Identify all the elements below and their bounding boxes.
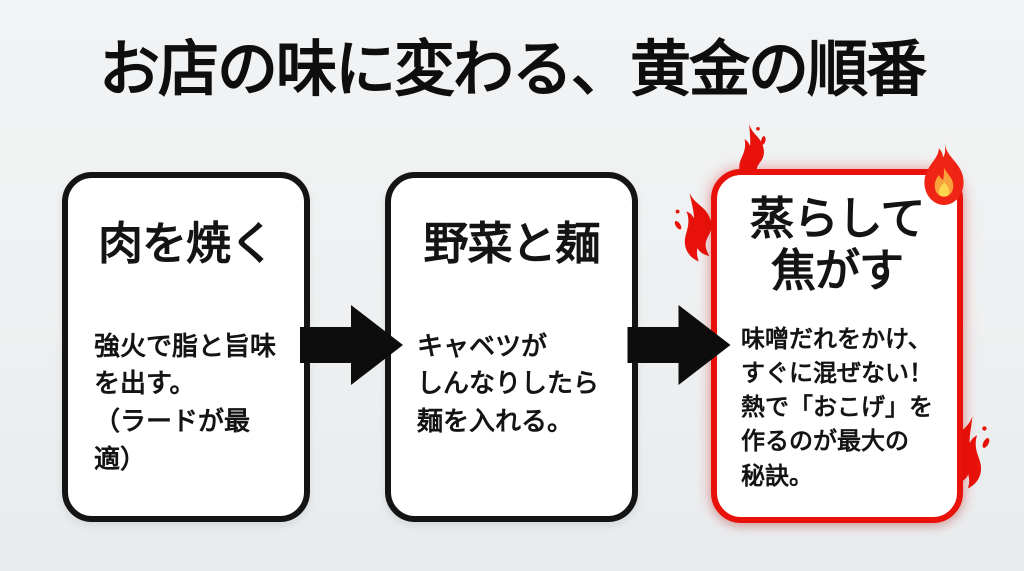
flame-decoration-icon — [674, 192, 712, 262]
step-title: 蒸らして 焦がす — [749, 193, 926, 296]
step-body: 強火で脂と旨味 を出す。 （ラードが最適） — [94, 330, 277, 474]
step-body: 味噌だれをかけ、 すぐに混ぜない！ 熱で「おこげ」を 作るのが最大の 秘訣。 — [741, 325, 933, 490]
step-card-vegetables-noodles: 野菜と麺 キャベツが しんなりしたら 麺を入れる。 — [385, 172, 638, 522]
step-title: 肉を焼く — [97, 218, 275, 269]
step-card-steam-char-highlighted: 蒸らして 焦がす 味噌だれをかけ、 すぐに混ぜない！ 熱で「おこげ」を 作るのが… — [711, 169, 963, 523]
right-arrow-icon — [627, 305, 731, 385]
fire-emoji-icon — [924, 142, 964, 205]
step-body: キャベツが しんなりしたら 麺を入れる。 — [417, 330, 600, 437]
page-title: お店の味に変わる、黄金の順番 — [98, 35, 927, 103]
step-title: 野菜と麺 — [423, 218, 600, 269]
right-arrow-icon — [300, 305, 403, 385]
step-card-grill-meat: 肉を焼く 強火で脂と旨味 を出す。 （ラードが最適） — [62, 172, 310, 522]
flame-decoration-icon — [739, 123, 766, 183]
